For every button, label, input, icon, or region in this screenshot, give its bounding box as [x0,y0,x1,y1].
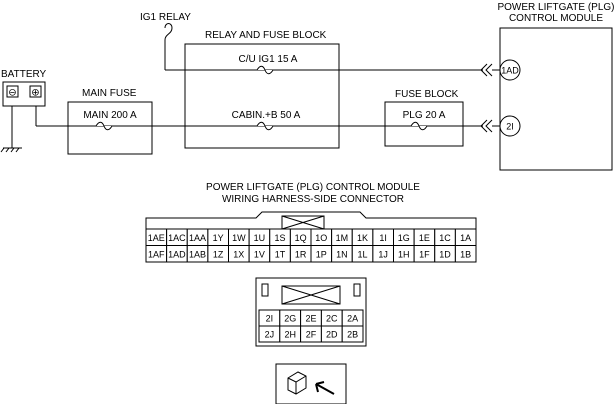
fuse-main-symbol [95,121,113,131]
pin-label: 2E [305,314,316,324]
pin-label: 1U [254,233,266,243]
pin-label: 1AC [168,233,186,243]
pin-label: 2F [306,330,317,340]
label-fuse-plg: PLG 20 A [403,110,446,121]
fuse-cabin-symbol [256,121,274,131]
label-ig1-relay: IG1 RELAY [140,12,191,23]
pin-label: 1K [357,233,368,243]
label-fuse-cabin: CABIN.+B 50 A [232,110,301,121]
control-module-box [499,27,613,171]
pin-label: 1E [419,233,430,243]
pin-label: 1I [379,233,387,243]
pin-label: 1V [254,249,265,259]
pin-label: 1M [336,233,349,243]
pin-label: 1AB [189,249,206,259]
pin-cell [341,325,364,343]
label-relay-fuse-block: RELAY AND FUSE BLOCK [205,30,327,41]
pin-label: 2G [284,314,296,324]
label-module-line2: CONTROL MODULE [509,13,603,24]
pin-label: 1Z [213,249,224,259]
ig1-relay-symbol [164,23,173,70]
main-fuse-box [67,101,153,155]
fuse-block-box [384,101,464,147]
label-battery: BATTERY [1,69,47,80]
fuse-cu-ig1-symbol [256,65,274,75]
pin-label: 1T [275,249,286,259]
pin-label: 1G [398,233,410,243]
pin-label: 1L [358,249,368,259]
connector-view-icon [287,371,307,395]
pin-label: 2I [266,314,274,324]
pin-label: 2C [326,314,338,324]
pin-label: 1B [460,249,471,259]
pin-label: 1P [316,249,327,259]
connector2-grid: 2I 2G 2E 2C 2A 2J 2H 2F 2D 2B [258,309,364,343]
pin-label: 2J [265,330,275,340]
terminal-2i-circle [499,115,521,137]
label-terminal-1ad: 1AD [501,66,519,76]
battery-negative-symbol: ⊖ [8,88,16,99]
pin-label: 1X [233,249,244,259]
label-main-fuse: MAIN FUSE [82,88,137,99]
pin-label: 2D [326,330,338,340]
pin-label: 1Q [295,233,307,243]
pin-label: 1N [336,249,348,259]
connector-title-line2: WIRING HARNESS-SIDE CONNECTOR [222,194,404,205]
relay-fuse-block-box [184,43,340,149]
connector-arrow-2i [480,119,493,133]
pin-label: 1AF [148,249,165,259]
pin-label: 1D [439,249,451,259]
pin-label: 1A [460,233,471,243]
view-direction-arrow-icon [315,381,335,395]
fuse-plg-symbol [410,121,428,131]
connector2-lock-mark [281,285,341,305]
battery-positive-symbol: ⊕ [31,88,39,99]
pin-label: 1AD [168,249,186,259]
label-fuse-main: MAIN 200 A [83,110,137,121]
pin-label: 1R [295,249,307,259]
connector-arrow-1ad [480,63,493,77]
pin-label: 2H [284,330,296,340]
pin-label: 1O [315,233,327,243]
pin-label: 1J [378,249,388,259]
connector2-outline [255,277,367,347]
pin-label: 1S [275,233,286,243]
pin-label: 1AE [148,233,165,243]
pin-label: 1H [398,249,410,259]
pin-label: 1F [419,249,430,259]
connector-view-icon-frame [275,363,347,404]
pin-label: 1W [232,233,246,243]
terminal-1ad-circle [499,59,521,81]
battery-box [2,81,46,107]
pin-label: 1AA [189,233,206,243]
pin-label: 1C [439,233,451,243]
pin-label: 2A [347,314,358,324]
pin-label: 2B [347,330,358,340]
pin-cell [454,245,477,263]
label-terminal-2i: 2I [506,122,514,132]
connector-title-line1: POWER LIFTGATE (PLG) CONTROL MODULE [206,182,420,193]
label-fuse-cu-ig1: C/U IG1 15 A [239,54,298,65]
pin-label: 1Y [213,233,224,243]
label-module-line1: POWER LIFTGATE (PLG) [497,2,614,13]
label-fuse-block: FUSE BLOCK [395,89,459,100]
